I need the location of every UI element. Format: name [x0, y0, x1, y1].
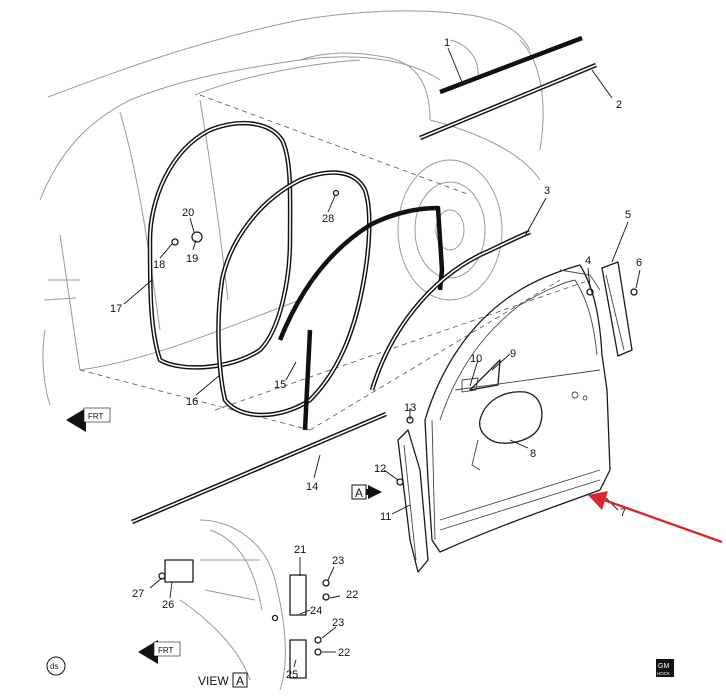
gm-logo-subtext: HOCK [657, 671, 670, 676]
callout-24: 24 [310, 605, 322, 617]
callout-18: 18 [153, 259, 165, 271]
callout-9: 9 [510, 348, 516, 360]
callout-5: 5 [625, 209, 631, 221]
callout-22b: 22 [338, 647, 350, 659]
front-edge-seal [397, 429, 429, 573]
callout-15: 15 [274, 379, 286, 391]
callout-14: 14 [306, 481, 318, 493]
ds-logo: ds [46, 656, 66, 676]
callout-11: 11 [380, 511, 391, 523]
front-arrow-icon [66, 408, 86, 432]
belt-molding-inner [439, 35, 583, 95]
front-door-assembly [424, 264, 611, 553]
upper-door-molding [369, 229, 531, 391]
front-direction-marker-bottom: FRT [138, 640, 181, 664]
callout-6: 6 [636, 257, 642, 269]
callout-23a: 23 [332, 555, 344, 567]
callout-22a: 22 [346, 589, 358, 601]
view-a-reference-marker: A [351, 484, 382, 500]
door-weatherstrip [216, 170, 372, 418]
callout-10: 10 [470, 353, 482, 365]
window-channel-post [302, 329, 313, 431]
front-direction-marker-top: FRT [66, 407, 111, 432]
view-caption-label: VIEW [198, 674, 229, 688]
leader-lines [123, 47, 641, 668]
callout-7: 7 [620, 507, 626, 519]
front-arrow-icon [138, 640, 158, 664]
outside-mirror [479, 391, 543, 444]
pillar-applique [601, 261, 633, 357]
gm-logo-text: GM [658, 663, 669, 670]
view-a-caption: VIEW A [198, 672, 248, 688]
callout-3: 3 [544, 185, 550, 197]
red-arrowhead-icon [588, 491, 608, 510]
window-channel [277, 205, 445, 341]
callout-21: 21 [294, 544, 306, 556]
callout-16: 16 [186, 396, 198, 408]
front-label-bottom: FRT [158, 646, 174, 655]
callout-20: 20 [182, 207, 194, 219]
callout-28: 28 [322, 213, 334, 225]
callout-1: 1 [444, 37, 450, 49]
view-arrow-icon [368, 485, 382, 499]
callout-23b: 23 [332, 617, 344, 629]
mirror-sail-patch [469, 359, 501, 391]
callout-17: 17 [110, 303, 122, 315]
callout-19: 19 [186, 253, 198, 265]
view-ref-letter: A [355, 486, 363, 500]
callout-labels: 1 2 3 4 5 6 7 8 9 10 11 12 13 14 15 16 1… [110, 37, 642, 681]
view-a-hinge-detail [158, 519, 330, 691]
callout-27: 27 [132, 588, 144, 600]
callout-13: 13 [404, 402, 416, 414]
callout-26: 26 [162, 599, 174, 611]
fasteners [171, 189, 638, 486]
callout-4: 4 [585, 255, 591, 267]
callout-25: 25 [286, 669, 298, 681]
gm-logo: GM HOCK [656, 659, 674, 677]
ds-logo-text: ds [50, 662, 58, 671]
front-label-top: FRT [88, 412, 104, 421]
highlight-arrow [588, 491, 723, 544]
projection-lines [79, 94, 591, 431]
view-caption-letter: A [236, 674, 244, 688]
callout-12: 12 [374, 463, 386, 475]
callout-2: 2 [616, 99, 622, 111]
callout-8: 8 [530, 448, 536, 460]
vehicle-body-outline [39, 10, 544, 406]
